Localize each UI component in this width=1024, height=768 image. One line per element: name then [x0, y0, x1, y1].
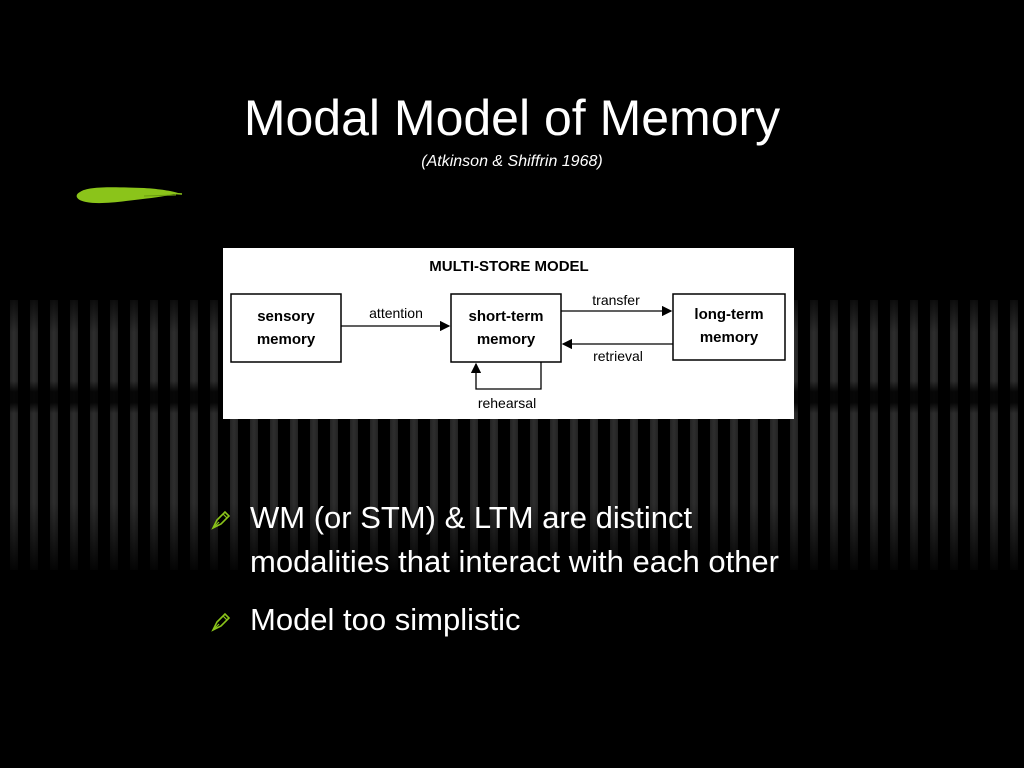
bullet-text-line-2: modalities that interact with each other	[250, 544, 779, 579]
brush-stroke-icon	[76, 187, 183, 204]
bullet-text-line-1: WM (or STM) & LTM are distinct	[250, 500, 693, 535]
edge-rehearsal-label: rehearsal	[478, 395, 536, 411]
slide-subtitle: (Atkinson & Shiffrin 1968)	[421, 153, 603, 170]
node-long-term-memory	[672, 293, 786, 361]
edge-rehearsal-loop	[470, 362, 542, 390]
bullet-text: Model too simplistic	[250, 602, 521, 637]
node-short-term-label-2: memory	[477, 331, 536, 348]
node-sensory-memory	[230, 293, 342, 363]
edge-attention-label: attention	[369, 305, 423, 321]
bullet-item: Model too simplistic	[210, 598, 910, 642]
node-long-term-label-2: memory	[700, 329, 759, 346]
diagram-heading: MULTI-STORE MODEL	[429, 258, 588, 275]
node-long-term-label-1: long-term	[694, 306, 763, 323]
edge-transfer-label: transfer	[592, 292, 640, 308]
node-short-term-label-1: short-term	[468, 308, 543, 325]
bullet-item: WM (or STM) & LTM are distinct modalitie…	[210, 496, 910, 584]
node-sensory-label-1: sensory	[257, 308, 315, 325]
node-short-term-memory	[450, 293, 562, 363]
pen-nib-icon	[211, 612, 231, 632]
slide-title: Modal Model of Memory	[243, 90, 781, 146]
pen-nib-icon	[211, 510, 231, 530]
bullet-list: WM (or STM) & LTM are distinct modalitie…	[210, 496, 910, 656]
multi-store-model-diagram: MULTI-STORE MODEL sensory memory short-t…	[223, 248, 794, 419]
node-sensory-label-2: memory	[257, 331, 316, 348]
edge-retrieval-label: retrieval	[593, 348, 643, 364]
